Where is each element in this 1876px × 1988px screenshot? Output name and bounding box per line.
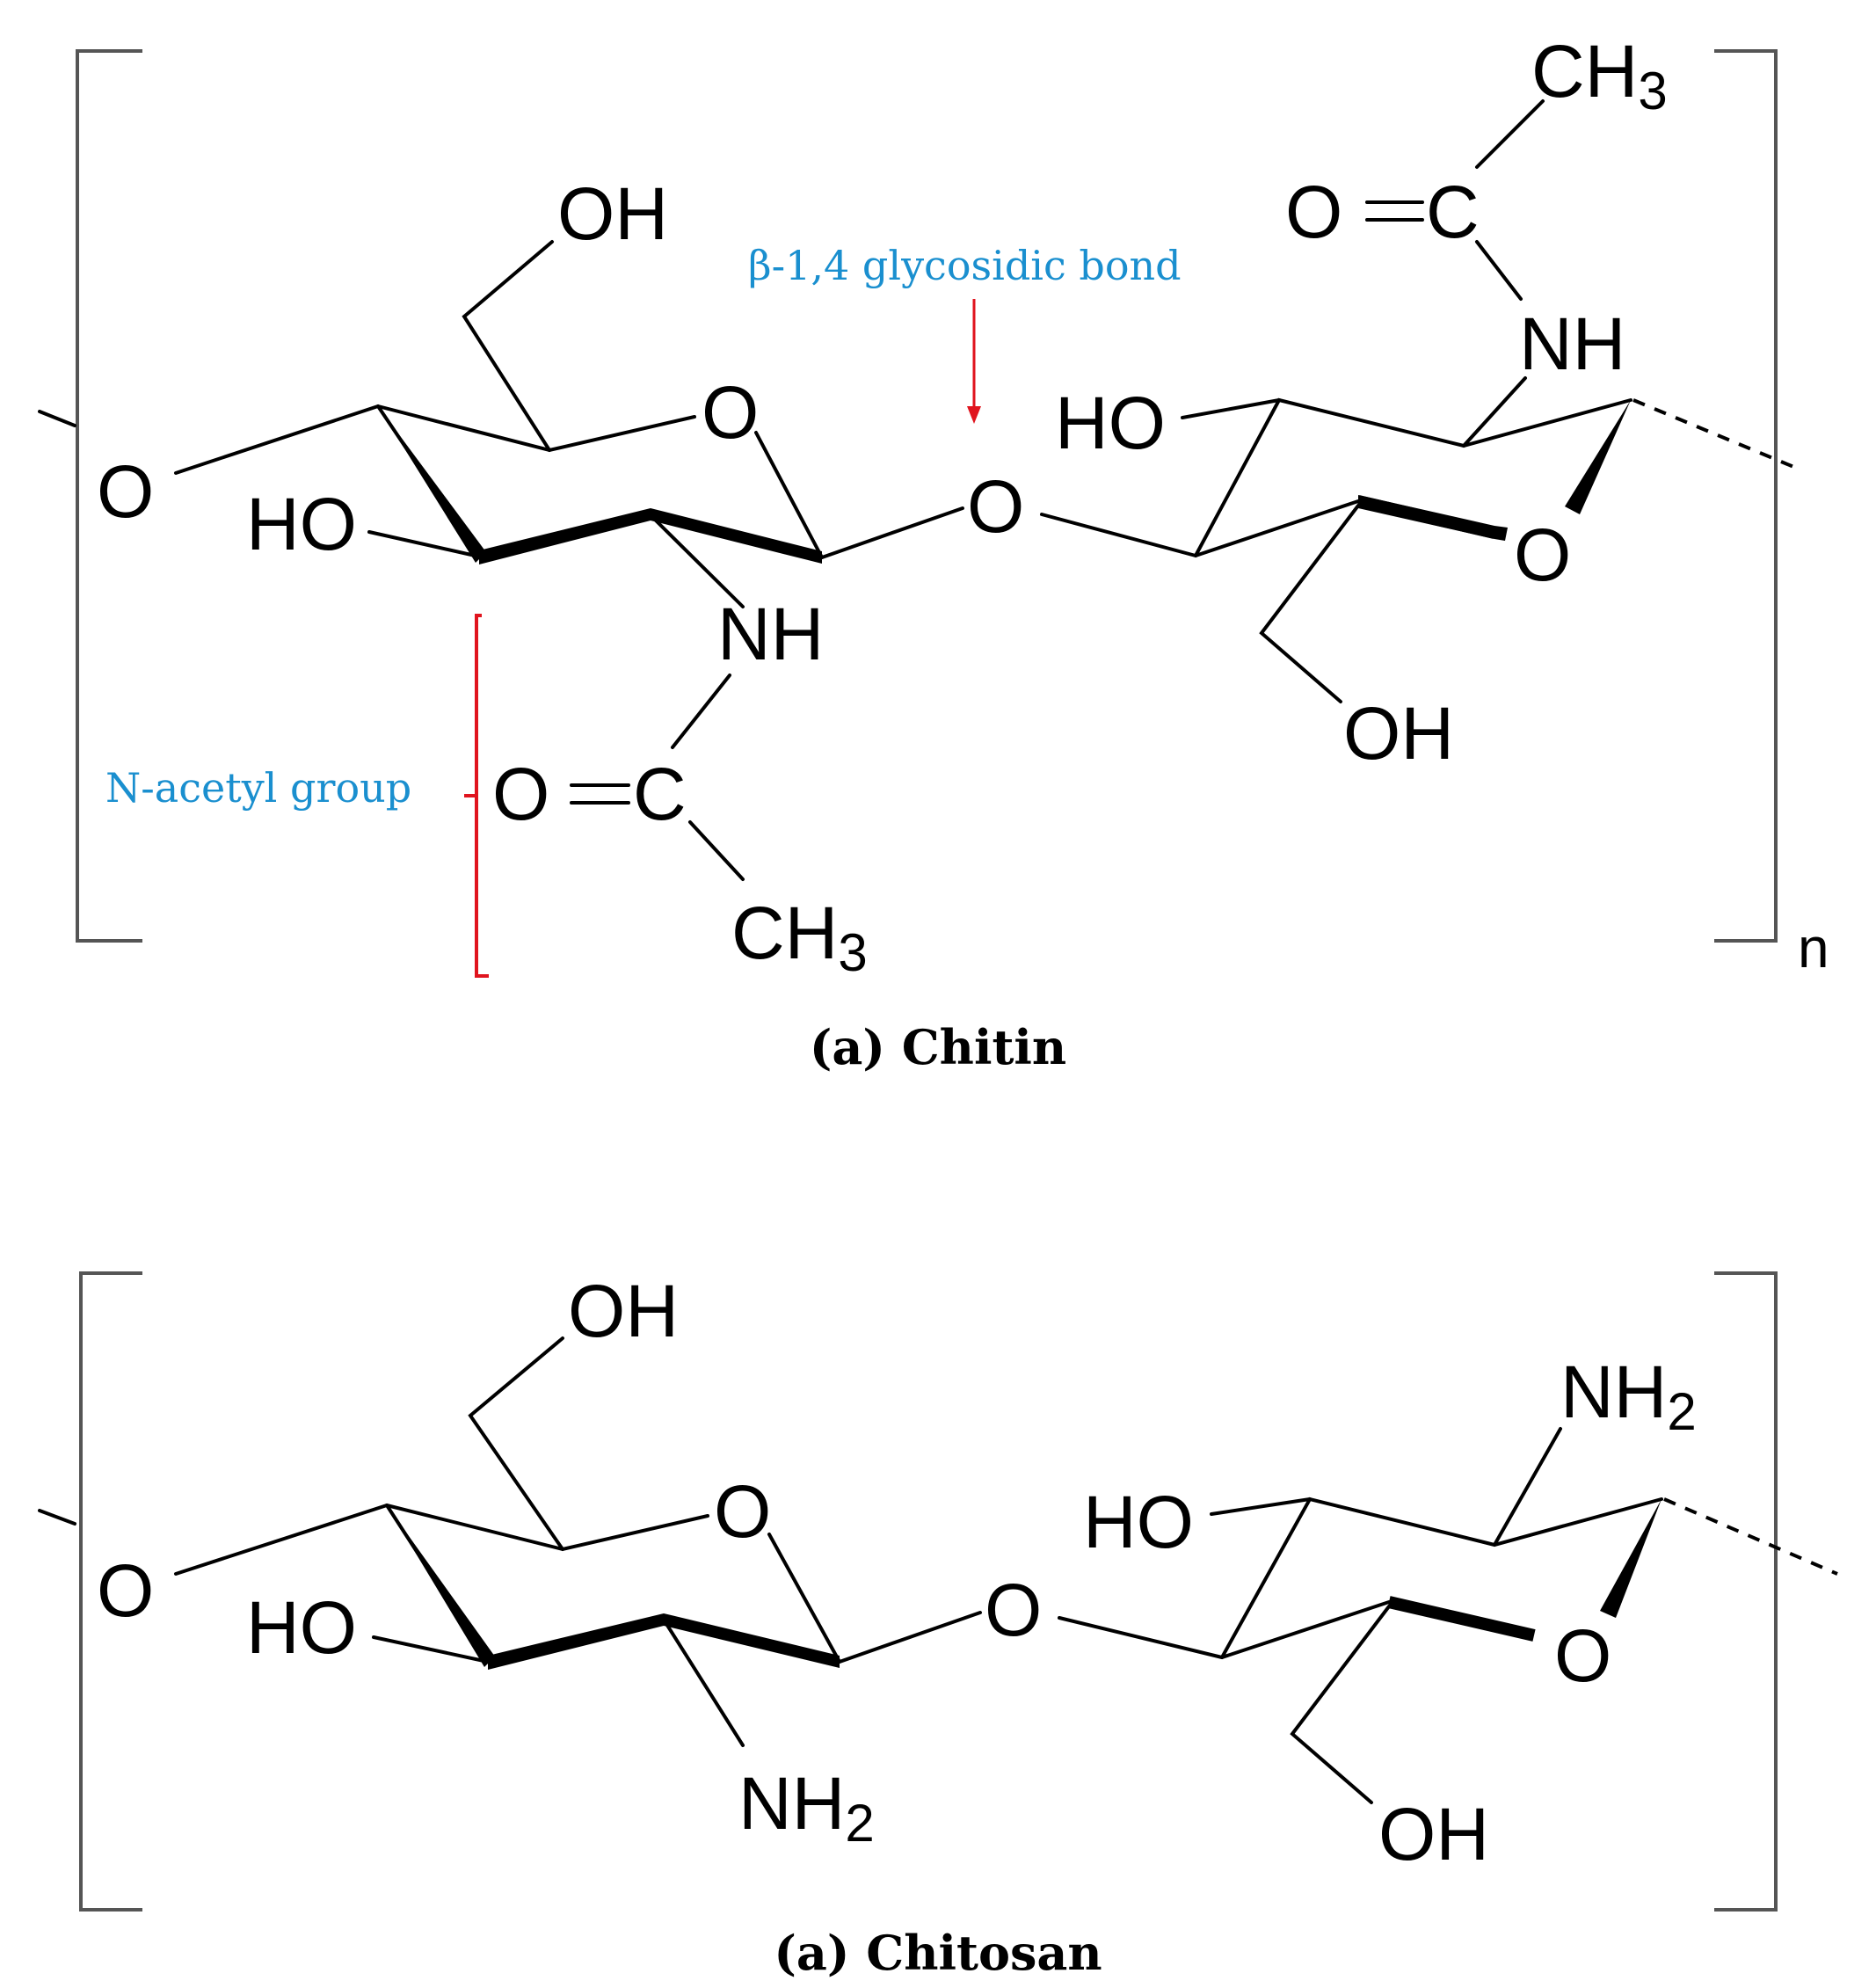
- chitin-ring2-wedge-c5o: [1494, 526, 1508, 541]
- chitin-oh-top-left: OH: [557, 172, 668, 255]
- chitin-ch2oh-left: [462, 240, 554, 452]
- chitin-ring1-wedge-c2c1: [651, 508, 822, 564]
- chitosan-structure: O O OH HO NH2 O O HO OH NH2: [38, 1270, 1838, 1912]
- chitin-double-bond-upper: [1365, 200, 1424, 222]
- chitosan-bond-c2-nh2: [662, 1618, 745, 1747]
- chitin-bond-o-c4: [174, 404, 380, 475]
- chitin-bond-nh-c-upper: [1475, 240, 1523, 301]
- n-acetyl-group-label: N-acetyl group: [105, 764, 411, 812]
- chitosan-ring1-o: O: [714, 1470, 771, 1553]
- chitin-right-terminal-dash: [1632, 398, 1803, 472]
- chitin-ring2-bonds: [1194, 397, 1632, 557]
- chitosan-left-terminal-bond: [38, 1509, 76, 1526]
- chitosan-ring1-wedge-c3: [387, 1505, 495, 1667]
- glycosidic-bond-label: β-1,4 glycosidic bond: [748, 242, 1182, 289]
- chitosan-ho-right: HO: [1083, 1481, 1194, 1563]
- chitin-ring2-wedge-c1o: [1565, 400, 1631, 514]
- chitin-caption: (a) Chitin: [810, 1019, 1066, 1075]
- chitin-right-bracket: [1714, 49, 1778, 943]
- chitin-ho-right: HO: [1055, 382, 1166, 464]
- chitosan-ch2oh-left: [468, 1336, 564, 1551]
- glycosidic-bond-arrowhead: [967, 406, 981, 424]
- chitin-nh-upper: NH: [1519, 302, 1625, 385]
- chitin-bond-o-c4b: [1040, 513, 1197, 557]
- chitosan-ring2-bonds: [1220, 1496, 1663, 1659]
- chitosan-o-left: O: [97, 1549, 154, 1632]
- chitin-bond-nh-c: [671, 674, 731, 749]
- chitosan-left-bracket: [79, 1271, 142, 1912]
- chitin-bond-ho-c3b: [1181, 398, 1281, 419]
- chitin-nh-lower: NH: [717, 593, 824, 675]
- chitosan-ring1-wedge-c2c1: [664, 1613, 840, 1668]
- n-acetyl-group-brace: [464, 614, 489, 978]
- chitin-o-left: O: [97, 450, 154, 533]
- chitin-ch3-lower: CH3: [731, 892, 868, 982]
- chitin-left-bracket: [76, 49, 142, 943]
- chitosan-glycosidic-o: O: [985, 1569, 1042, 1651]
- chitin-ho-left: HO: [246, 483, 357, 565]
- chitin-bond-c2b-nh: [1462, 376, 1527, 448]
- chitin-structure: n O O OH HO NH O C CH3 O O: [38, 30, 1829, 982]
- chitosan-bond-o-c4: [174, 1504, 389, 1576]
- chitin-ch3-upper: CH3: [1531, 30, 1668, 120]
- chitosan-bond-ho-c3: [372, 1635, 490, 1664]
- chitin-ch2oh-right: [1259, 504, 1360, 703]
- chitin-bond-c-ch3-upper: [1475, 99, 1545, 169]
- chitosan-ho-left: HO: [246, 1586, 357, 1669]
- chitosan-right-bracket: [1714, 1271, 1778, 1912]
- chitosan-ring2-o: O: [1554, 1614, 1611, 1697]
- chitosan-ch2oh-right: [1290, 1605, 1391, 1804]
- chitin-o-carbonyl-upper: O: [1285, 171, 1342, 253]
- chitin-glycosidic-o: O: [967, 465, 1024, 548]
- chitosan-bond-c1-o: [838, 1611, 982, 1664]
- chitin-left-terminal-bond: [38, 410, 76, 427]
- chitin-ring2-o: O: [1514, 513, 1571, 596]
- chitosan-right-terminal-dash: [1663, 1497, 1838, 1576]
- chitosan-bond-c2b-nh2: [1493, 1427, 1562, 1547]
- chitin-repeat-n: n: [1798, 916, 1829, 979]
- chitin-oh-bottom-right: OH: [1343, 692, 1454, 775]
- chitin-o-carbonyl-lower: O: [492, 753, 549, 835]
- chitosan-caption: (a) Chitosan: [774, 1925, 1102, 1981]
- chitin-double-bond-lower: [570, 783, 630, 805]
- chitin-ring2-bond-bold-o: [1356, 495, 1496, 539]
- chitin-bond-ho-c3: [367, 530, 481, 558]
- chitosan-oh-bottom-right: OH: [1378, 1793, 1489, 1875]
- chitosan-nh2-lower: NH2: [738, 1762, 875, 1853]
- chitin-ring1-wedge-c3: [378, 406, 486, 563]
- chitosan-bond-ho-c3b: [1210, 1497, 1312, 1516]
- chitin-c-carbonyl-upper: C: [1426, 171, 1480, 253]
- chitin-bond-c1-o: [820, 506, 964, 559]
- chitin-ring1-bold-c3c2: [479, 508, 651, 564]
- chitin-c-carbonyl-lower: C: [633, 753, 687, 835]
- chitin-bond-c2-nh: [649, 513, 745, 608]
- chitosan-oh-top-left: OH: [568, 1270, 679, 1352]
- chitin-bond-c-ch3-lower: [688, 820, 745, 881]
- chitosan-ring2-bond-bold-o: [1387, 1596, 1536, 1642]
- chitosan-bond-o-c4b: [1058, 1616, 1224, 1659]
- chitin-ring1-o: O: [702, 371, 759, 454]
- chitosan-nh2-upper: NH2: [1560, 1351, 1697, 1441]
- chitosan-ring2-wedge-c1o: [1600, 1499, 1661, 1618]
- chitosan-ring1-bold-c3c2: [488, 1613, 664, 1670]
